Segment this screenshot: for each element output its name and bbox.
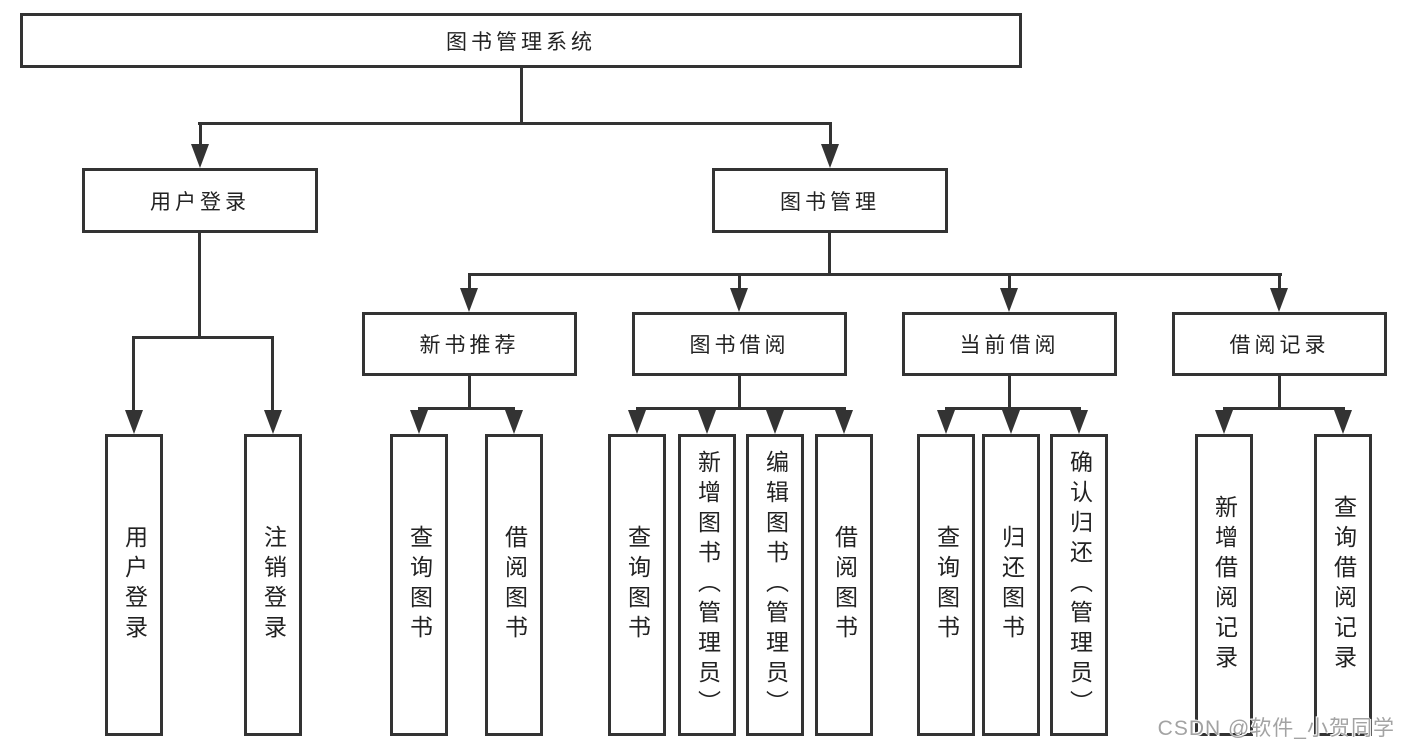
arrow-down-icon (937, 410, 955, 434)
leaf-user-login: 用户登录 (105, 434, 163, 736)
leaf-query-books-recommend: 查询图书 (390, 434, 448, 736)
leaf-borrow-books-recommend: 借阅图书 (485, 434, 543, 736)
connector-book-mgmt-stem (828, 233, 831, 273)
watermark: CSDN @软件_小贺同学 (1157, 717, 1395, 740)
node-new-book-recommend: 新书推荐 (362, 312, 577, 376)
arrow-down-icon (821, 144, 839, 168)
arrow-down-icon (1002, 410, 1020, 434)
connector-g4-stem (1008, 376, 1011, 409)
arrow-down-icon (835, 410, 853, 434)
arrow-down-icon (698, 410, 716, 434)
arrow-down-icon (1215, 410, 1233, 434)
connector-root-span (198, 122, 832, 125)
connector-book-mgmt-span (468, 273, 1282, 276)
arrow-down-icon (505, 410, 523, 434)
leaf-return-books: 归还图书 (982, 434, 1040, 736)
connector-g4-span (945, 407, 1081, 410)
connector-g5-stem (1278, 376, 1281, 409)
arrow-down-icon (460, 288, 478, 312)
connector-g5-span (1223, 407, 1345, 410)
connector-g3-stem (738, 376, 741, 409)
connector-g2-stem (468, 376, 471, 409)
arrow-down-icon (1070, 410, 1088, 434)
leaf-edit-book-admin: 编辑图书（管理员） (746, 434, 804, 736)
leaf-query-borrow-record: 查询借阅记录 (1314, 434, 1372, 736)
leaf-query-books-borrowing: 查询图书 (608, 434, 666, 736)
connector-l3-drop (738, 273, 741, 292)
arrow-down-icon (1270, 288, 1288, 312)
connector-l3-drop (1008, 273, 1011, 292)
connector-user-login-drop (199, 122, 202, 146)
leaf-add-borrow-record: 新增借阅记录 (1195, 434, 1253, 736)
node-book-borrowing: 图书借阅 (632, 312, 847, 376)
arrow-down-icon (410, 410, 428, 434)
leaf-query-books-current: 查询图书 (917, 434, 975, 736)
arrow-down-icon (191, 144, 209, 168)
connector-user-login-stem (198, 233, 201, 338)
arrow-down-icon (125, 410, 143, 434)
node-user-login-branch: 用户登录 (82, 168, 318, 233)
leaf-confirm-return-admin: 确认归还（管理员） (1050, 434, 1108, 736)
arrow-down-icon (628, 410, 646, 434)
node-current-borrowing: 当前借阅 (902, 312, 1117, 376)
leaf-borrow-books-borrowing: 借阅图书 (815, 434, 873, 736)
leaf-add-book-admin: 新增图书（管理员） (678, 434, 736, 736)
arrow-down-icon (1000, 288, 1018, 312)
connector-l3-drop (468, 273, 471, 292)
connector-root-stem (520, 68, 523, 125)
node-book-management: 图书管理 (712, 168, 948, 233)
arrow-down-icon (730, 288, 748, 312)
arrow-down-icon (264, 410, 282, 434)
connector-user-login-span (132, 336, 274, 339)
arrow-down-icon (766, 410, 784, 434)
connector-book-mgmt-drop (829, 122, 832, 146)
connector-l3-drop (1278, 273, 1281, 292)
node-borrowing-records: 借阅记录 (1172, 312, 1387, 376)
connector-leaf-drop (132, 336, 135, 412)
arrow-down-icon (1334, 410, 1352, 434)
connector-leaf-drop (271, 336, 274, 412)
node-library-management-system: 图书管理系统 (20, 13, 1022, 68)
connector-g2-span (418, 407, 515, 410)
connector-g3-span (636, 407, 846, 410)
leaf-logout: 注销登录 (244, 434, 302, 736)
